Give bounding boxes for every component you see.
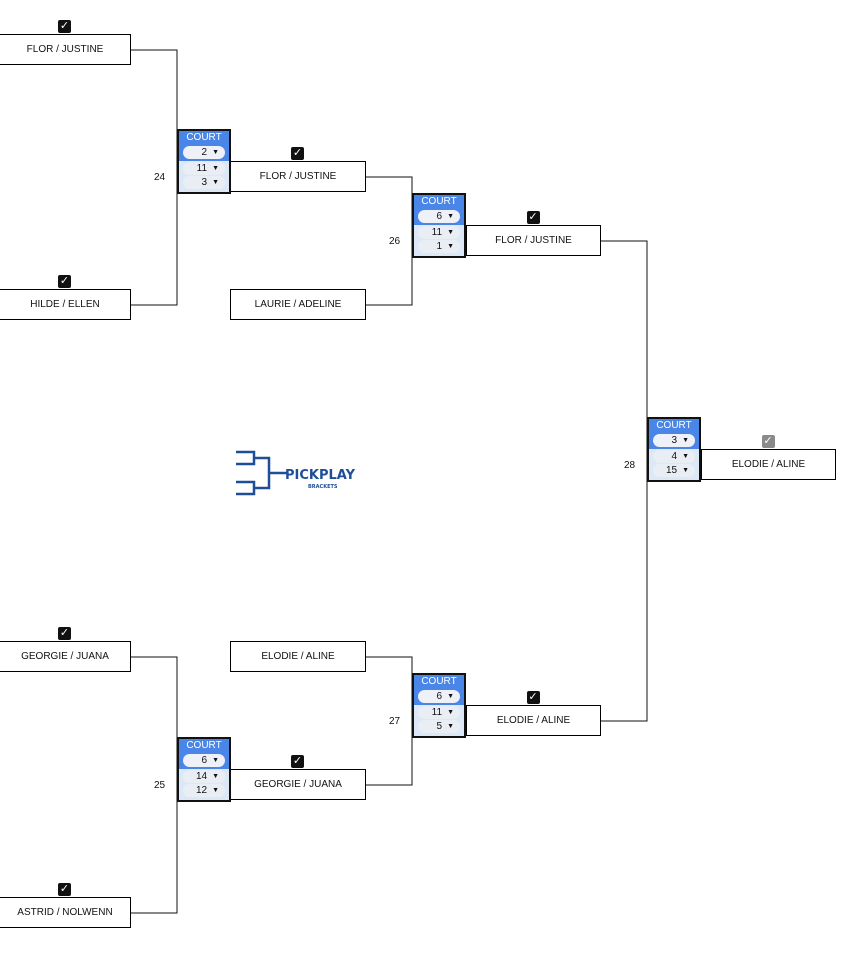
score-2-select-value: 15	[665, 465, 678, 476]
winner-checkbox[interactable]: ✓	[58, 883, 71, 896]
dropdown-arrow-icon: ▼	[447, 213, 454, 220]
score-2-select[interactable]: 1▼	[418, 240, 460, 253]
dropdown-arrow-icon: ▼	[682, 467, 689, 474]
team-box[interactable]: FLOR / JUSTINE	[230, 161, 366, 192]
score-2-select-value: 12	[195, 785, 208, 796]
court-select[interactable]: 6▼	[418, 210, 460, 223]
dropdown-arrow-icon: ▼	[212, 773, 219, 780]
court-select-value: 6	[201, 755, 208, 766]
score-2-select[interactable]: 5▼	[418, 720, 460, 733]
score-2-select[interactable]: 12 ▼	[183, 784, 225, 797]
dropdown-arrow-icon: ▼	[682, 453, 689, 460]
winner-checkbox[interactable]: ✓	[526, 691, 540, 704]
court-label: COURT	[421, 676, 457, 687]
score-1-select-value: 4	[671, 451, 678, 462]
dropdown-arrow-icon: ▼	[212, 787, 219, 794]
team-box[interactable]: FLOR / JUSTINE	[466, 225, 601, 256]
dropdown-arrow-icon: ▼	[212, 757, 219, 764]
score-1-select-value: 11	[196, 163, 208, 174]
team-box[interactable]: GEORGIE / JUANA	[230, 769, 366, 800]
court-select-value: 3	[671, 435, 678, 446]
match-number: 25	[154, 780, 166, 791]
winner-checkbox[interactable]: ✓	[58, 20, 71, 33]
dropdown-arrow-icon: ▼	[212, 179, 219, 186]
dropdown-arrow-icon: ▼	[212, 149, 219, 156]
dropdown-arrow-icon: ▼	[447, 709, 454, 716]
svg-text:BRACKETS: BRACKETS	[308, 484, 338, 490]
match-number: 27	[389, 716, 401, 727]
court-select-value: 6	[436, 691, 443, 702]
match-number: 28	[624, 460, 636, 471]
match-number: 26	[389, 236, 401, 247]
score-1-select-value: 14	[195, 771, 208, 782]
match-number: 24	[154, 172, 166, 183]
court-select[interactable]: 6▼	[418, 690, 460, 703]
team-box[interactable]: FLOR / JUSTINE	[0, 34, 131, 65]
dropdown-arrow-icon: ▼	[212, 165, 219, 172]
score-1-select[interactable]: 4▼	[653, 450, 695, 463]
team-box[interactable]: HILDE / ELLEN	[0, 289, 131, 320]
team-box[interactable]: GEORGIE / JUANA	[0, 641, 131, 672]
winner-checkbox[interactable]: ✓	[526, 211, 540, 224]
winner-checkbox[interactable]: ✓	[58, 275, 71, 288]
score-2-select-value: 3	[201, 177, 208, 188]
court-label: COURT	[421, 196, 457, 207]
pickplay-logo: PICKPLAY BRACKETS	[236, 450, 366, 505]
winner-checkbox[interactable]: ✓	[291, 147, 304, 160]
score-1-select[interactable]: 11 ▼	[418, 706, 460, 719]
dropdown-arrow-icon: ▼	[447, 229, 454, 236]
score-1-select[interactable]: 11 ▼	[183, 162, 225, 175]
dropdown-arrow-icon: ▼	[447, 723, 454, 730]
winner-checkbox[interactable]: ✓	[58, 627, 71, 640]
court-label: COURT	[186, 740, 222, 751]
court-select[interactable]: 6▼	[183, 754, 225, 767]
court-select-value: 2	[201, 147, 208, 158]
court-label: COURT	[186, 132, 222, 143]
score-2-select[interactable]: 3▼	[183, 176, 225, 189]
team-box[interactable]: ASTRID / NOLWENN	[0, 897, 131, 928]
score-2-select[interactable]: 15 ▼	[653, 464, 695, 477]
winner-checkbox[interactable]: ✓	[761, 435, 775, 448]
court-select[interactable]: 2▼	[183, 146, 225, 159]
dropdown-arrow-icon: ▼	[682, 437, 689, 444]
court-select[interactable]: 3▼	[653, 434, 695, 447]
score-2-select-value: 5	[436, 721, 443, 732]
score-2-select-value: 1	[436, 241, 443, 252]
score-1-select[interactable]: 11 ▼	[418, 226, 460, 239]
court-label: COURT	[656, 420, 692, 431]
team-box[interactable]: LAURIE / ADELINE	[230, 289, 366, 320]
dropdown-arrow-icon: ▼	[447, 243, 454, 250]
court-select-value: 6	[436, 211, 443, 222]
score-1-select[interactable]: 14 ▼	[183, 770, 225, 783]
score-1-select-value: 11	[431, 227, 443, 238]
winner-checkbox[interactable]: ✓	[291, 755, 304, 768]
team-box[interactable]: ELODIE / ALINE	[230, 641, 366, 672]
dropdown-arrow-icon: ▼	[447, 693, 454, 700]
svg-text:PICKPLAY: PICKPLAY	[285, 468, 356, 483]
team-box[interactable]: ELODIE / ALINE	[466, 705, 601, 736]
team-box[interactable]: ELODIE / ALINE	[701, 449, 836, 480]
score-1-select-value: 11	[431, 707, 443, 718]
